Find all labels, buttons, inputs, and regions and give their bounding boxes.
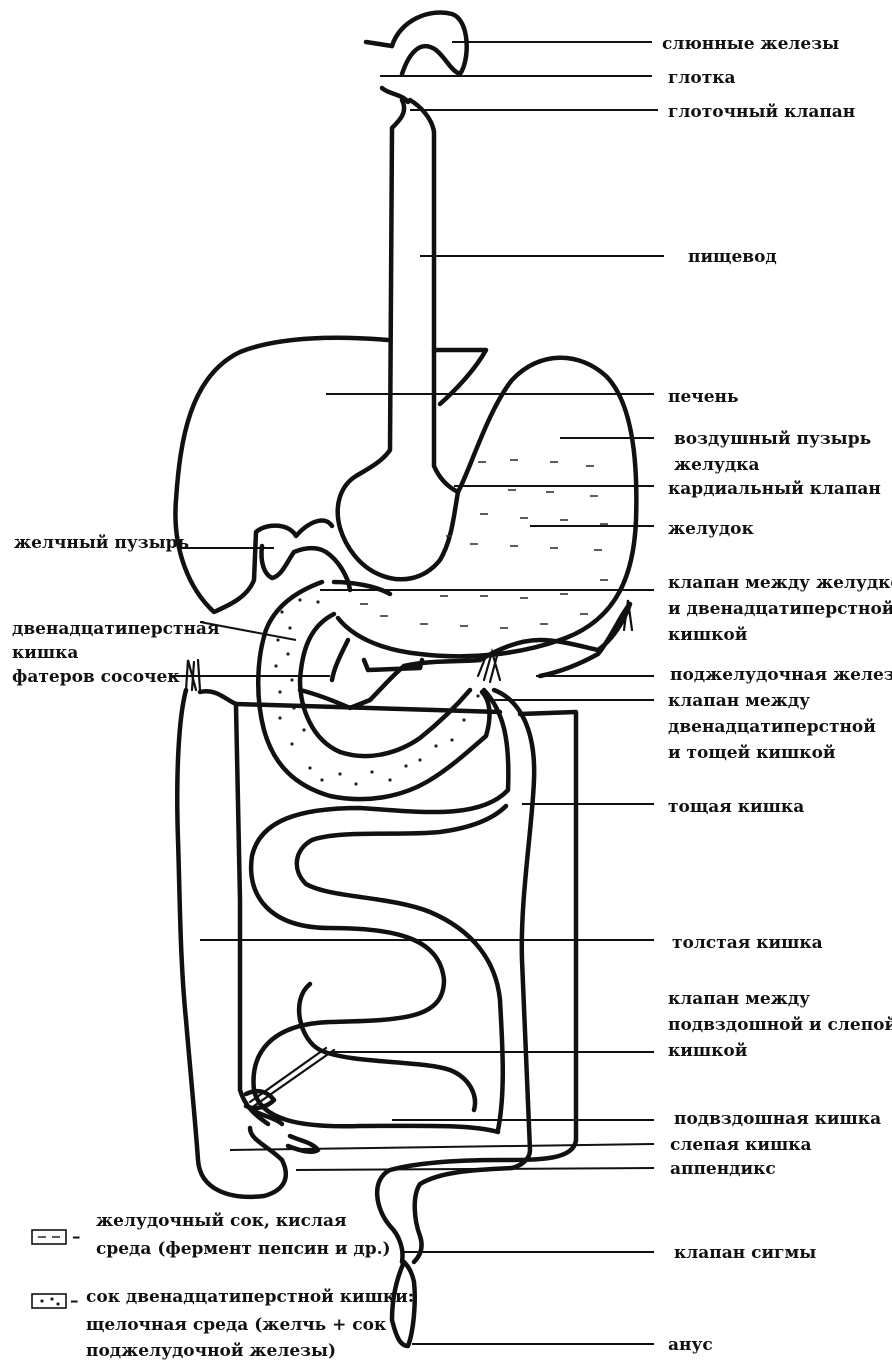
label-gallbladder: желчный пузырь — [14, 533, 189, 553]
label-anus: анус — [668, 1335, 713, 1355]
label-duodenojejunal-1: клапан между — [668, 691, 810, 711]
legend-duodenal-line3: поджелудочной железы) — [86, 1341, 336, 1361]
label-ileum: подвздошная кишка — [674, 1109, 881, 1129]
legend: – желудочный сок, кислая среда (фермент … — [32, 1211, 414, 1361]
leader-lines — [172, 42, 664, 1344]
esophagus-shape — [356, 100, 458, 492]
legend-gastric-swatch — [32, 1230, 66, 1244]
stomach-shape — [334, 358, 636, 657]
label-air-bubble-2: желудка — [674, 455, 759, 475]
legend-duodenal-line2: щелочная среда (желчь + сок — [86, 1315, 387, 1335]
label-air-bubble-1: воздушный пузырь — [674, 429, 871, 449]
label-ileocecal-1: клапан между — [668, 989, 810, 1009]
label-pyloric-valve-3: кишкой — [668, 625, 748, 645]
label-sigmoid-valve: клапан сигмы — [674, 1243, 816, 1263]
label-stomach: желудок — [668, 519, 755, 539]
large-intestine-shape — [177, 660, 576, 1262]
label-duodenojejunal-2: двенадцатиперстной — [668, 717, 876, 737]
legend-duodenal-dash: – — [70, 1291, 79, 1311]
label-pharynx: глотка — [668, 68, 736, 88]
label-ileocecal-3: кишкой — [668, 1041, 748, 1061]
label-pyloric-valve-1: клапан между желудком — [668, 573, 892, 593]
label-cecum: слепая кишка — [670, 1135, 812, 1155]
legend-duodenal-line1: сок двенадцатиперстной кишки: — [86, 1287, 414, 1307]
legend-gastric-line2: среда (фермент пепсин и др.) — [96, 1239, 391, 1259]
label-liver: печень — [668, 387, 739, 407]
label-ileocecal-2: подвздошной и слепой — [668, 1015, 892, 1035]
label-pancreas: поджелудочная железа — [670, 665, 892, 685]
salivary-gland-shape — [366, 12, 467, 102]
label-jejunum: тощая кишка — [668, 797, 804, 817]
label-pyloric-valve-2: и двенадцатиперстной — [668, 599, 892, 619]
label-duodenum-1: двенадцатиперстная — [12, 619, 220, 639]
label-duodenojejunal-3: и тощей кишкой — [668, 743, 836, 763]
label-appendix: аппендикс — [670, 1159, 776, 1179]
label-salivary-glands: слюнные железы — [662, 34, 839, 54]
organ-labels: слюнные железы глотка глоточный клапан п… — [12, 34, 892, 1355]
small-intestine-shape — [251, 690, 534, 1168]
duodenum-shape — [258, 582, 489, 799]
label-esophagus: пищевод — [688, 247, 777, 267]
legend-gastric-dash: – — [72, 1227, 81, 1247]
label-vater-papilla: фатеров сосочек — [12, 667, 180, 687]
label-pharyngeal-valve: глоточный клапан — [668, 102, 855, 122]
label-cardiac-valve: кардиальный клапан — [668, 479, 881, 499]
legend-duodenal-swatch — [32, 1294, 66, 1308]
legend-gastric-line1: желудочный сок, кислая — [96, 1211, 347, 1231]
label-duodenum-2: кишка — [12, 643, 78, 663]
label-colon: толстая кишка — [672, 933, 823, 953]
